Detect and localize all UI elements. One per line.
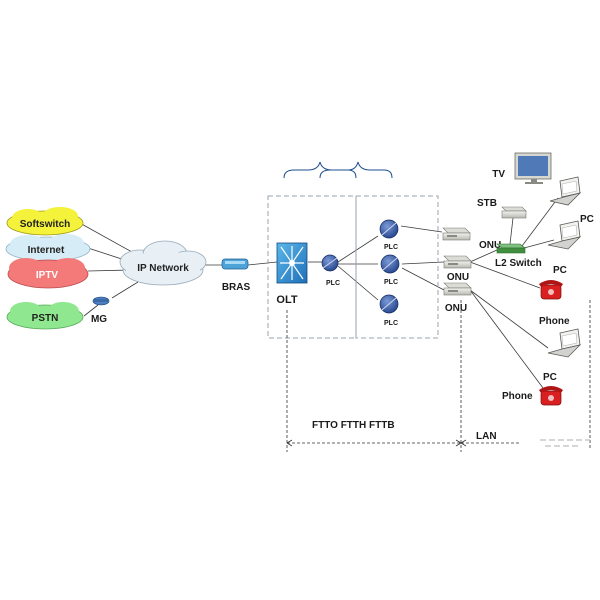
onu-top: ONU (442, 227, 501, 251)
onu-mid: ONU (443, 255, 472, 283)
cloud-iptv: IPTV (7, 258, 89, 289)
stb-device: STB (477, 198, 527, 219)
cloud-ip-network: IP Network (119, 240, 207, 286)
plc-bottom: PLC (379, 294, 399, 327)
fttx-label: FTTO FTTH FTTB (312, 420, 395, 431)
cloud-internet: Internet (5, 234, 91, 262)
tv-device: TV (492, 152, 552, 184)
switch-icon (496, 243, 526, 254)
stb-label: STB (477, 198, 497, 209)
phone-bottom: Phone (502, 386, 563, 406)
onu-top-label: ONU (479, 240, 501, 251)
onu-box-icon (442, 227, 471, 241)
mg-device: MG (91, 296, 110, 325)
pc-mid-label: PC (553, 265, 567, 276)
lan-label: LAN (476, 431, 497, 442)
plc-bottom-label: PLC (384, 320, 398, 327)
phone-bottom-label: Phone (502, 391, 533, 402)
cloud-internet-label: Internet (28, 245, 65, 256)
onu-box-icon (443, 282, 472, 296)
l2-switch-label: L2 Switch (495, 258, 542, 269)
tv-label: TV (492, 169, 505, 180)
cloud-softswitch-label: Softswitch (20, 219, 71, 230)
plc-top-label: PLC (384, 244, 398, 251)
olt-dashed-boundary (267, 195, 357, 339)
l2-switch-device: L2 Switch (495, 243, 542, 269)
cloud-iptv-label: IPTV (36, 270, 59, 281)
splitter-icon (321, 254, 339, 272)
splitter-icon (379, 219, 399, 239)
plc-mid-label: PLC (384, 279, 398, 286)
plc-main: PLC (321, 254, 340, 287)
olt-label: OLT (276, 294, 297, 306)
splitter-icon (379, 294, 399, 314)
connection-lines (77, 197, 559, 393)
splitter-icon (380, 254, 400, 274)
plc-top: PLC (379, 219, 399, 251)
bras-label: BRAS (222, 282, 251, 293)
cloud-softswitch: Softswitch (6, 207, 84, 236)
cloud-pstn: PSTN (6, 302, 84, 330)
telephone-icon (539, 280, 563, 300)
olt-switch-icon (276, 242, 308, 284)
router-icon (92, 296, 110, 306)
plc-main-label: PLC (326, 280, 340, 287)
phone-top: Phone (539, 280, 570, 327)
laptop-icon (547, 328, 582, 358)
router-icon (221, 258, 249, 270)
onu-bottom: ONU (443, 282, 472, 314)
onu-mid-label: ONU (447, 272, 469, 283)
pc-bottom: PC (543, 328, 582, 383)
onu-box-icon (443, 255, 472, 269)
pc-top-label: PC (580, 214, 594, 225)
pc-mid: PC (547, 220, 582, 276)
brace-right (319, 161, 393, 179)
set-top-box-icon (501, 206, 527, 219)
plc-mid: PLC (380, 254, 400, 286)
mg-label: MG (91, 314, 107, 325)
plc-dashed-boundary (355, 195, 439, 339)
pc-top: PC (549, 176, 594, 225)
onu-bottom-label: ONU (445, 303, 467, 314)
pc-bottom-label: PC (543, 372, 557, 383)
cloud-ip-network-label: IP Network (137, 263, 189, 274)
tv-icon (514, 152, 552, 184)
cloud-pstn-label: PSTN (32, 313, 59, 324)
telephone-icon (539, 386, 563, 406)
dimension-lines (286, 300, 591, 452)
laptop-icon (547, 220, 582, 250)
brace-left (283, 161, 357, 179)
olt-device: OLT (276, 242, 308, 306)
bras-device: BRAS (221, 258, 251, 293)
laptop-icon (549, 176, 582, 206)
phone-top-label: Phone (539, 316, 570, 327)
